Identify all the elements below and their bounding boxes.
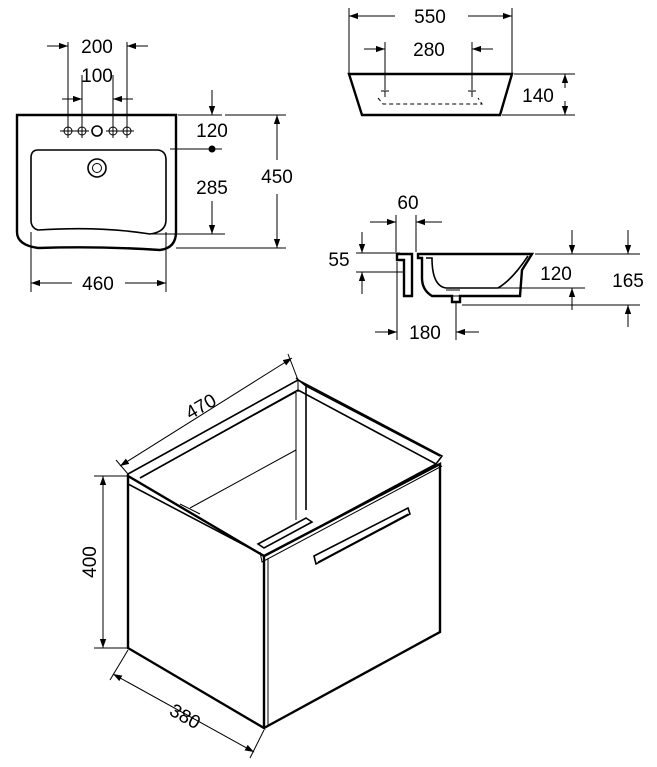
dimension-120-side: 120 bbox=[466, 230, 585, 310]
dimension-120-top: 120 bbox=[170, 90, 228, 153]
dim-label-180: 180 bbox=[409, 323, 441, 344]
dim-label-100: 100 bbox=[81, 66, 113, 87]
dim-label-550: 550 bbox=[414, 7, 446, 28]
dim-label-200: 200 bbox=[81, 37, 113, 58]
dim-label-280: 280 bbox=[413, 40, 445, 61]
dimension-165: 165 bbox=[462, 230, 644, 327]
drawer-handle-icon bbox=[313, 506, 411, 566]
cabinet-inner-rail bbox=[256, 517, 314, 549]
dimension-200: 200 bbox=[47, 37, 148, 137]
dimension-400: 400 bbox=[80, 475, 128, 649]
dimension-180: 180 bbox=[375, 262, 479, 344]
dimension-550: 550 bbox=[348, 7, 513, 74]
dim-label-380: 380 bbox=[166, 700, 204, 734]
basin-side-section: 60 55 165 120 bbox=[328, 193, 643, 344]
dimension-55: 55 bbox=[328, 232, 405, 294]
dim-label-470: 470 bbox=[182, 390, 220, 424]
overflow-dashes bbox=[377, 90, 483, 105]
dim-label-285: 285 bbox=[196, 178, 228, 199]
dimension-380: 380 bbox=[109, 649, 265, 759]
dimension-100: 100 bbox=[62, 66, 133, 137]
dim-label-120-side: 120 bbox=[540, 264, 572, 285]
basin-bowl bbox=[30, 149, 167, 235]
dimension-460: 460 bbox=[30, 232, 167, 295]
dim-label-60: 60 bbox=[397, 193, 418, 214]
dimension-470: 470 bbox=[115, 353, 299, 475]
section-profile bbox=[416, 252, 535, 304]
cabinet-top-rail bbox=[127, 379, 444, 479]
basin-top-view: 200 100 120 285 45 bbox=[15, 37, 293, 295]
dim-label-140: 140 bbox=[522, 86, 554, 107]
wall-bracket bbox=[395, 252, 414, 298]
dim-label-120-top: 120 bbox=[196, 121, 228, 142]
dimension-60: 60 bbox=[370, 193, 442, 252]
dimension-450: 450 bbox=[176, 114, 293, 249]
dim-label-165: 165 bbox=[612, 271, 644, 292]
dimension-280: 280 bbox=[364, 40, 493, 90]
dim-label-400: 400 bbox=[80, 546, 101, 578]
front-outline bbox=[347, 72, 514, 117]
basin-outline bbox=[15, 113, 178, 252]
cabinet-drawer-front bbox=[263, 462, 442, 730]
dim-label-450: 450 bbox=[261, 167, 293, 188]
drain-icon bbox=[87, 158, 107, 178]
basin-front-view: 550 280 140 bbox=[347, 7, 575, 117]
tap-hole-icons bbox=[60, 124, 134, 138]
cabinet-side-panel bbox=[126, 473, 266, 731]
dimension-140: 140 bbox=[502, 73, 575, 116]
dimension-285: 285 bbox=[150, 178, 228, 235]
dim-label-55: 55 bbox=[328, 250, 349, 271]
dim-label-460: 460 bbox=[82, 274, 114, 295]
cabinet-isometric: 470 400 380 bbox=[80, 353, 444, 759]
